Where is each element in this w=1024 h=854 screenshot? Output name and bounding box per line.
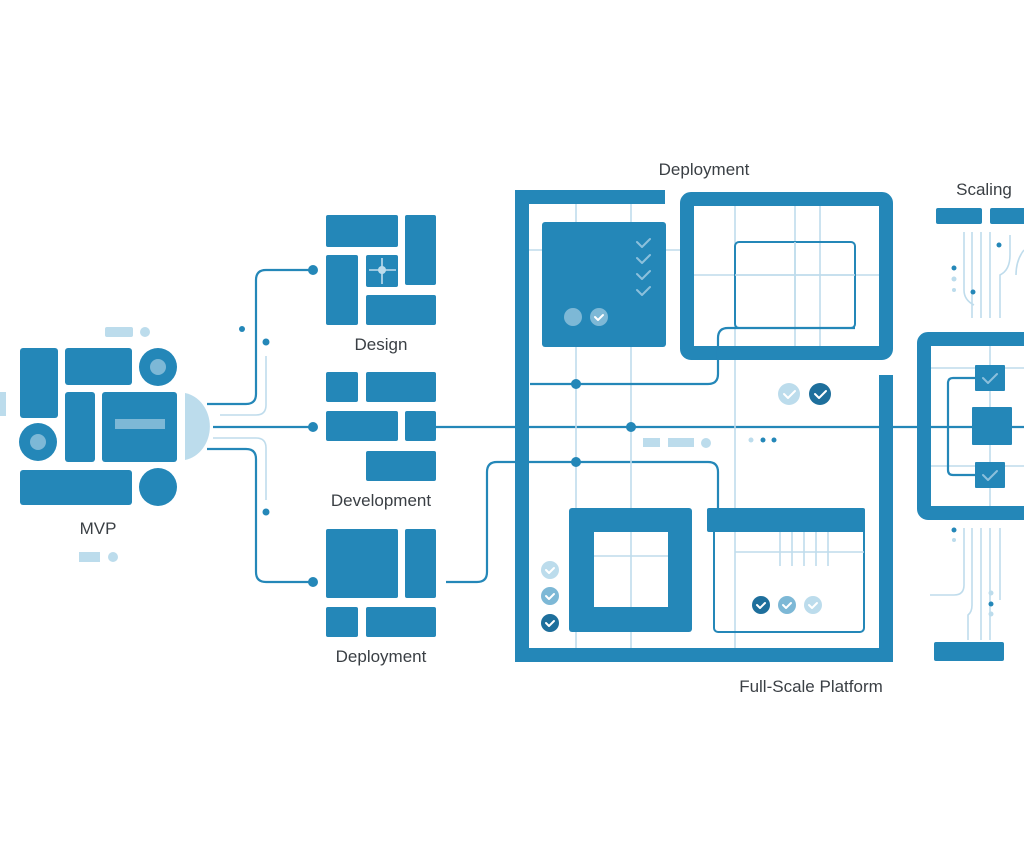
mvp-cluster: MVP [0,327,210,562]
full-scale-platform: Deployment Full-Scale Platform [515,160,893,696]
deployment-label: Deployment [336,647,427,666]
scaling-label: Scaling [956,180,1012,199]
check-icon [809,383,831,405]
check-list-icon [636,238,651,296]
full-scale-platform-label: Full-Scale Platform [739,677,883,696]
deployment-block: Deployment [326,529,436,666]
design-label: Design [355,335,408,354]
design-block: Design [326,215,436,354]
deployment-connector [446,460,720,584]
deployment-top-label: Deployment [659,160,750,179]
check-icon [594,314,604,321]
development-block: Development [326,372,436,510]
scaling-block: Scaling [917,180,1024,661]
mvp-connectors [207,265,318,587]
development-label: Development [331,491,431,510]
mvp-label: MVP [80,519,117,538]
